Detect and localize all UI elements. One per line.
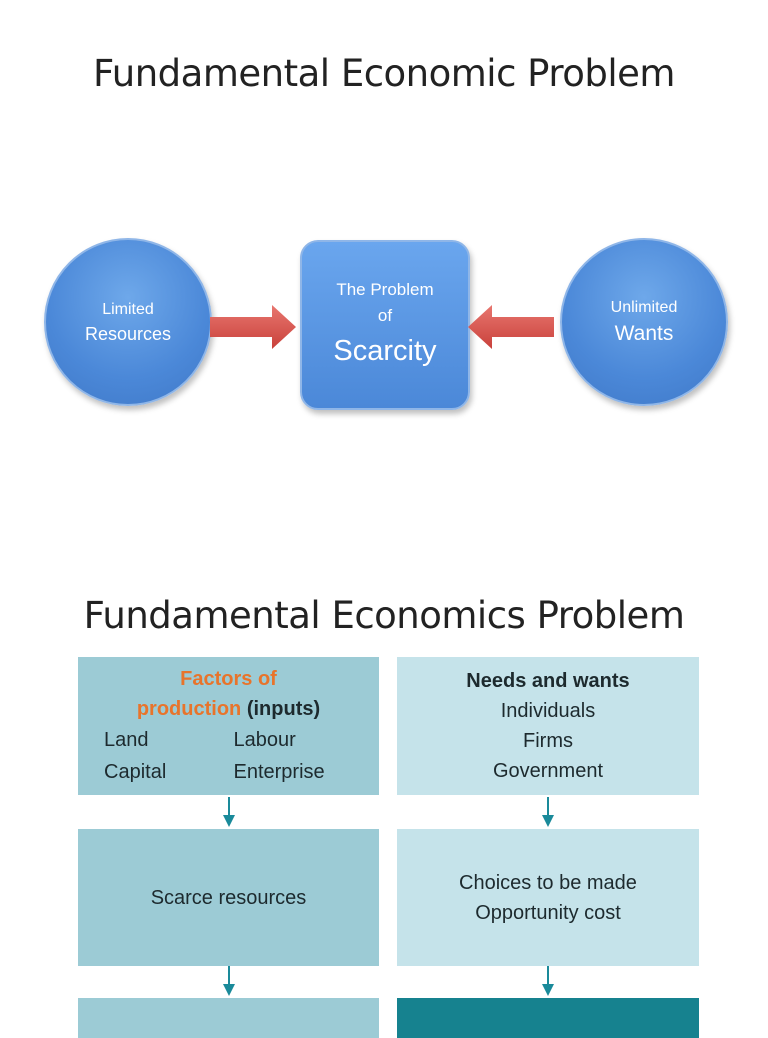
factors-of-production-box: Factors of production (inputs) Land Labo… xyxy=(78,657,379,795)
down-arrow-icon xyxy=(223,966,235,996)
factor-item: Enterprise xyxy=(233,761,325,783)
scarce-resources-label: Scarce resources xyxy=(150,886,307,909)
slide-title-2: Fundamental Economics Problem xyxy=(83,594,685,637)
of-label: of xyxy=(377,306,393,325)
factor-item: Labour xyxy=(233,729,296,751)
factor-item: Capital xyxy=(104,761,167,783)
limited-resources-circle: Limited Resources xyxy=(44,238,212,406)
needs-and-wants-box: Needs and wants Individuals Firms Govern… xyxy=(397,657,699,795)
choices-box: Choices to be made Opportunity cost xyxy=(397,829,699,966)
unlimited-label: Unlimited xyxy=(610,299,678,316)
resources-label: Resources xyxy=(84,324,172,344)
bottom-left-box xyxy=(78,998,379,1038)
needs-heading: Needs and wants xyxy=(466,670,630,692)
problem-of-scarcity-box: The Problem of Scarcity xyxy=(300,240,470,410)
choices-label: Choices to be made xyxy=(459,871,637,894)
right-arrow-icon xyxy=(210,305,296,349)
bottom-right-box xyxy=(397,998,699,1038)
inputs-heading: (inputs) xyxy=(246,698,321,720)
needs-item: Firms xyxy=(523,730,573,752)
left-arrow-icon xyxy=(468,305,554,349)
down-arrow-icon xyxy=(542,966,554,996)
slide-title-1: Fundamental Economic Problem xyxy=(93,52,675,95)
unlimited-wants-circle: Unlimited Wants xyxy=(560,238,728,406)
factors-heading: Factors of xyxy=(180,668,277,690)
down-arrow-icon xyxy=(542,797,554,827)
problem-label: The Problem xyxy=(336,280,434,299)
needs-item: Individuals xyxy=(500,700,596,722)
opportunity-cost-label: Opportunity cost xyxy=(475,901,621,924)
production-heading: production xyxy=(136,698,242,720)
factor-item: Land xyxy=(104,729,149,751)
wants-label: Wants xyxy=(614,322,674,345)
needs-item: Government xyxy=(492,760,604,782)
scarcity-label: Scarcity xyxy=(333,335,437,367)
scarce-resources-box: Scarce resources xyxy=(78,829,379,966)
limited-label: Limited xyxy=(102,301,154,318)
factors-list: Land Labour Capital Enterprise xyxy=(78,724,379,788)
down-arrow-icon xyxy=(223,797,235,827)
